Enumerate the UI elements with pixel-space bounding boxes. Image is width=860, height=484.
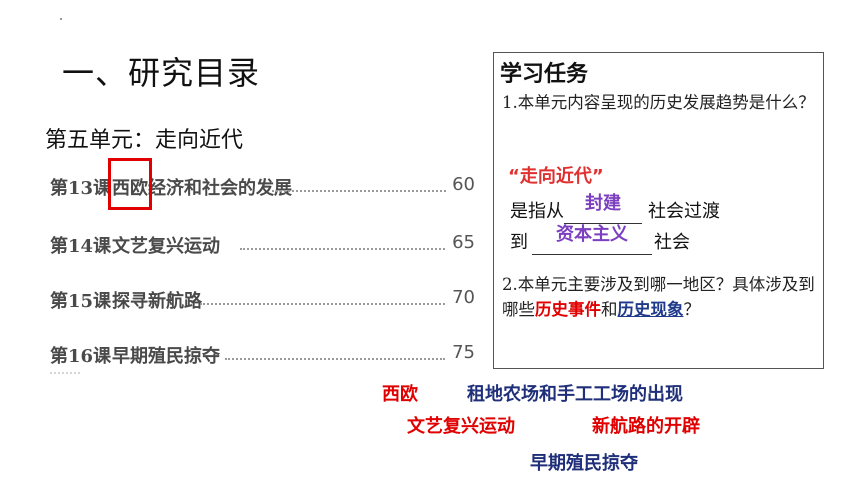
toc-page: 65 [452,232,475,253]
panel-title: 学习任务 [500,62,589,87]
toc-page: 75 [452,342,475,363]
toc-lesson: 第14课 [50,236,112,257]
task-panel [493,52,824,369]
toc-leader [240,248,445,250]
highlight-box [108,158,152,210]
line-suffix: 社会 [654,232,690,253]
answer-new-route: 新航路的开辟 [592,416,700,437]
fill-answer-2: 资本主义 [556,224,628,245]
answer-line-2: 到 资本主义 社会 [510,224,690,255]
page-title: 一、研究目录 [62,54,261,92]
toc-name: 文艺复兴运动 [112,236,220,257]
toc-leader [272,190,446,192]
answer-renaissance: 文艺复兴运动 [407,416,515,437]
toc-faint-line [50,372,80,384]
fill-blank-1: 封建 [564,193,642,224]
line-suffix: 社会过渡 [648,201,720,222]
toc-row: 第16课 早期殖民掠夺 75 [50,342,475,370]
question-2: 2.本单元主要涉及到哪一地区？具体涉及到哪些历史事件和历史现象？ [502,272,820,322]
line-prefix: 到 [510,232,528,253]
toc-leader [200,303,445,305]
unit-title: 第五单元：走向近代 [45,128,244,153]
toc-leader [225,358,445,360]
question-1: 1.本单元内容呈现的历史发展趋势是什么？ [502,93,815,112]
answer-colonial: 早期殖民掠夺 [530,453,638,474]
toc-row: 第14课 文艺复兴运动 65 [50,232,475,260]
answer-region: 西欧 [382,384,418,405]
toc-row: 第13课 西欧经济和社会的发展 60 [50,174,475,202]
toc-lesson: 第16课 [50,346,112,367]
answer-farm-workshop: 租地农场和手工工场的出现 [467,384,683,405]
q2-phenomena: 历史现象 [617,300,684,319]
toc-name: 西欧经济和社会的发展 [112,178,292,199]
table-of-contents-image: 第13课 西欧经济和社会的发展 60 第14课 文艺复兴运动 65 第15课 探… [50,160,475,390]
quote-text: “走向近代” [508,166,604,187]
toc-lesson: 第15课 [50,291,112,312]
answer-line-1: 是指从封建 社会过渡 [510,193,720,224]
toc-page: 70 [452,287,475,308]
decor-dot [60,18,62,20]
toc-row: 第15课 探寻新航路 70 [50,287,475,315]
toc-name: 早期殖民掠夺 [112,346,220,367]
q2-and: 和 [601,300,618,319]
line-prefix: 是指从 [510,201,564,222]
toc-lesson: 第13课 [50,178,112,199]
toc-page: 60 [452,174,475,195]
q2-text: 2.本单元主要涉及到哪一地区？具体涉及到哪些 [502,275,815,319]
fill-answer-1: 封建 [585,193,621,214]
q2-end: ？ [683,300,701,319]
fill-blank-2: 资本主义 [532,224,652,255]
toc-name: 探寻新航路 [112,291,202,312]
q2-events: 历史事件 [535,300,601,319]
